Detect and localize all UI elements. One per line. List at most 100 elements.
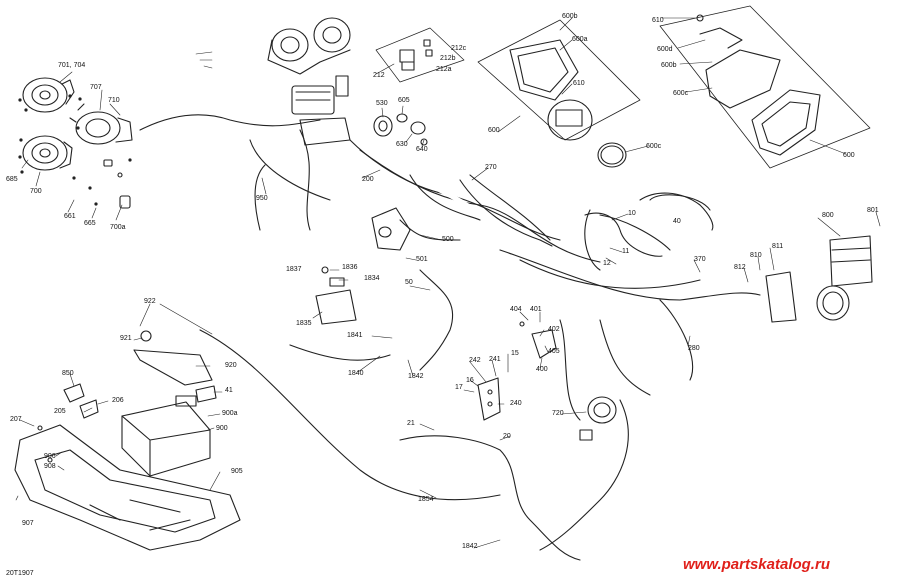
- callout-16: 16: [466, 377, 474, 384]
- battery-tray-905: [14, 424, 241, 551]
- callout-242: 242: [469, 357, 481, 364]
- callout-370: 370: [694, 256, 706, 263]
- callout-21: 21: [407, 420, 415, 427]
- callout-15: 15: [511, 350, 519, 357]
- callout-900: 900: [216, 425, 228, 432]
- module-1835: [315, 266, 357, 325]
- callout-905: 905: [231, 468, 243, 475]
- callout-630: 630: [396, 141, 408, 148]
- callout-200: 200: [362, 176, 374, 183]
- callout-800: 800: [822, 212, 834, 219]
- callout-240: 240: [510, 400, 522, 407]
- callout-207: 207: [10, 416, 22, 423]
- top-housings: [267, 17, 351, 146]
- leader-lines: [15, 17, 881, 549]
- callout-500: 500: [442, 236, 454, 243]
- callout-710: 710: [108, 97, 120, 104]
- main-wiring-harness: [139, 114, 761, 561]
- callout-665: 665: [84, 220, 96, 227]
- callout-1842-b: 1842: [462, 543, 478, 550]
- battery-900: [121, 385, 217, 477]
- left-speaker-assembly: [22, 77, 133, 209]
- callout-811: 811: [772, 243, 784, 250]
- callout-212: 212: [373, 72, 385, 79]
- callout-610-b: 610: [652, 17, 664, 24]
- brackets-205-206: [63, 383, 99, 419]
- callout-600-a: 600: [488, 127, 500, 134]
- callout-20: 20: [503, 433, 511, 440]
- callout-1836: 1836: [342, 264, 358, 271]
- callout-1840: 1840: [348, 370, 364, 377]
- callout-530: 530: [376, 100, 388, 107]
- callout-1842-a: 1842: [408, 373, 424, 380]
- callout-600d: 600d: [657, 46, 673, 53]
- callout-907: 907: [22, 520, 34, 527]
- callout-241: 241: [489, 356, 501, 363]
- relay-group: [375, 27, 465, 83]
- callout-50: 50: [405, 279, 413, 286]
- callout-501: 501: [416, 256, 428, 263]
- callout-720: 720: [552, 410, 564, 417]
- callout-600a: 600a: [572, 36, 588, 43]
- callout-1841: 1841: [347, 332, 363, 339]
- callout-661: 661: [64, 213, 76, 220]
- callout-205: 205: [54, 408, 66, 415]
- callout-1835: 1835: [296, 320, 312, 327]
- callout-700a: 700a: [110, 224, 126, 231]
- callout-701-704: 701, 704: [58, 62, 86, 69]
- light-720: [579, 396, 617, 441]
- callout-950: 950: [256, 195, 268, 202]
- left-fasteners: [18, 94, 132, 206]
- switch-group: [373, 113, 428, 146]
- callout-921: 921: [120, 335, 132, 342]
- callout-850: 850: [62, 370, 74, 377]
- diagram-code: 20T1907: [6, 570, 34, 577]
- callout-280: 280: [688, 345, 700, 352]
- callout-17: 17: [455, 384, 463, 391]
- callout-685: 685: [6, 176, 18, 183]
- callout-402: 402: [548, 326, 560, 333]
- callout-270: 270: [485, 164, 497, 171]
- callout-812: 812: [734, 264, 746, 271]
- callout-922: 922: [144, 298, 156, 305]
- callout-400: 400: [536, 366, 548, 373]
- callout-600c-a: 600c: [646, 143, 662, 150]
- callout-212b: 212b: [440, 55, 456, 62]
- callout-1834: 1834: [364, 275, 380, 282]
- callout-405: 405: [548, 348, 560, 355]
- callout-640: 640: [416, 146, 428, 153]
- callout-1837: 1837: [286, 266, 302, 273]
- cluster-box-left: [477, 19, 641, 168]
- callout-908: 908: [44, 463, 56, 470]
- callout-605: 605: [398, 97, 410, 104]
- module-800: [765, 235, 873, 323]
- callout-404: 404: [510, 306, 522, 313]
- callout-810: 810: [750, 252, 762, 259]
- callout-41: 41: [225, 387, 233, 394]
- sensor-400: [519, 321, 557, 359]
- watermark-link[interactable]: www.partskatalog.ru: [683, 556, 830, 573]
- callout-906: 906: [44, 453, 56, 460]
- callout-600b: 600b: [562, 13, 578, 20]
- cables-10-40: [584, 192, 714, 257]
- callout-1854: 1854: [418, 496, 434, 503]
- callout-920: 920: [225, 362, 237, 369]
- callout-401: 401: [530, 306, 542, 313]
- callout-707: 707: [90, 84, 102, 91]
- callout-40: 40: [673, 218, 681, 225]
- callout-600-b: 600: [843, 152, 855, 159]
- cluster-box-right: [659, 5, 871, 169]
- callout-700: 700: [30, 188, 42, 195]
- callout-610-a: 610: [573, 80, 585, 87]
- ecu-module-500: [371, 207, 411, 251]
- callout-12: 12: [603, 260, 611, 267]
- bracket-920: [133, 330, 213, 386]
- callout-10: 10: [628, 210, 636, 217]
- callout-801: 801: [867, 207, 879, 214]
- callout-212c: 212c: [451, 45, 467, 52]
- callout-212a: 212a: [436, 66, 452, 73]
- callout-600c-b: 600c: [673, 90, 689, 97]
- callout-900a: 900a: [222, 410, 238, 417]
